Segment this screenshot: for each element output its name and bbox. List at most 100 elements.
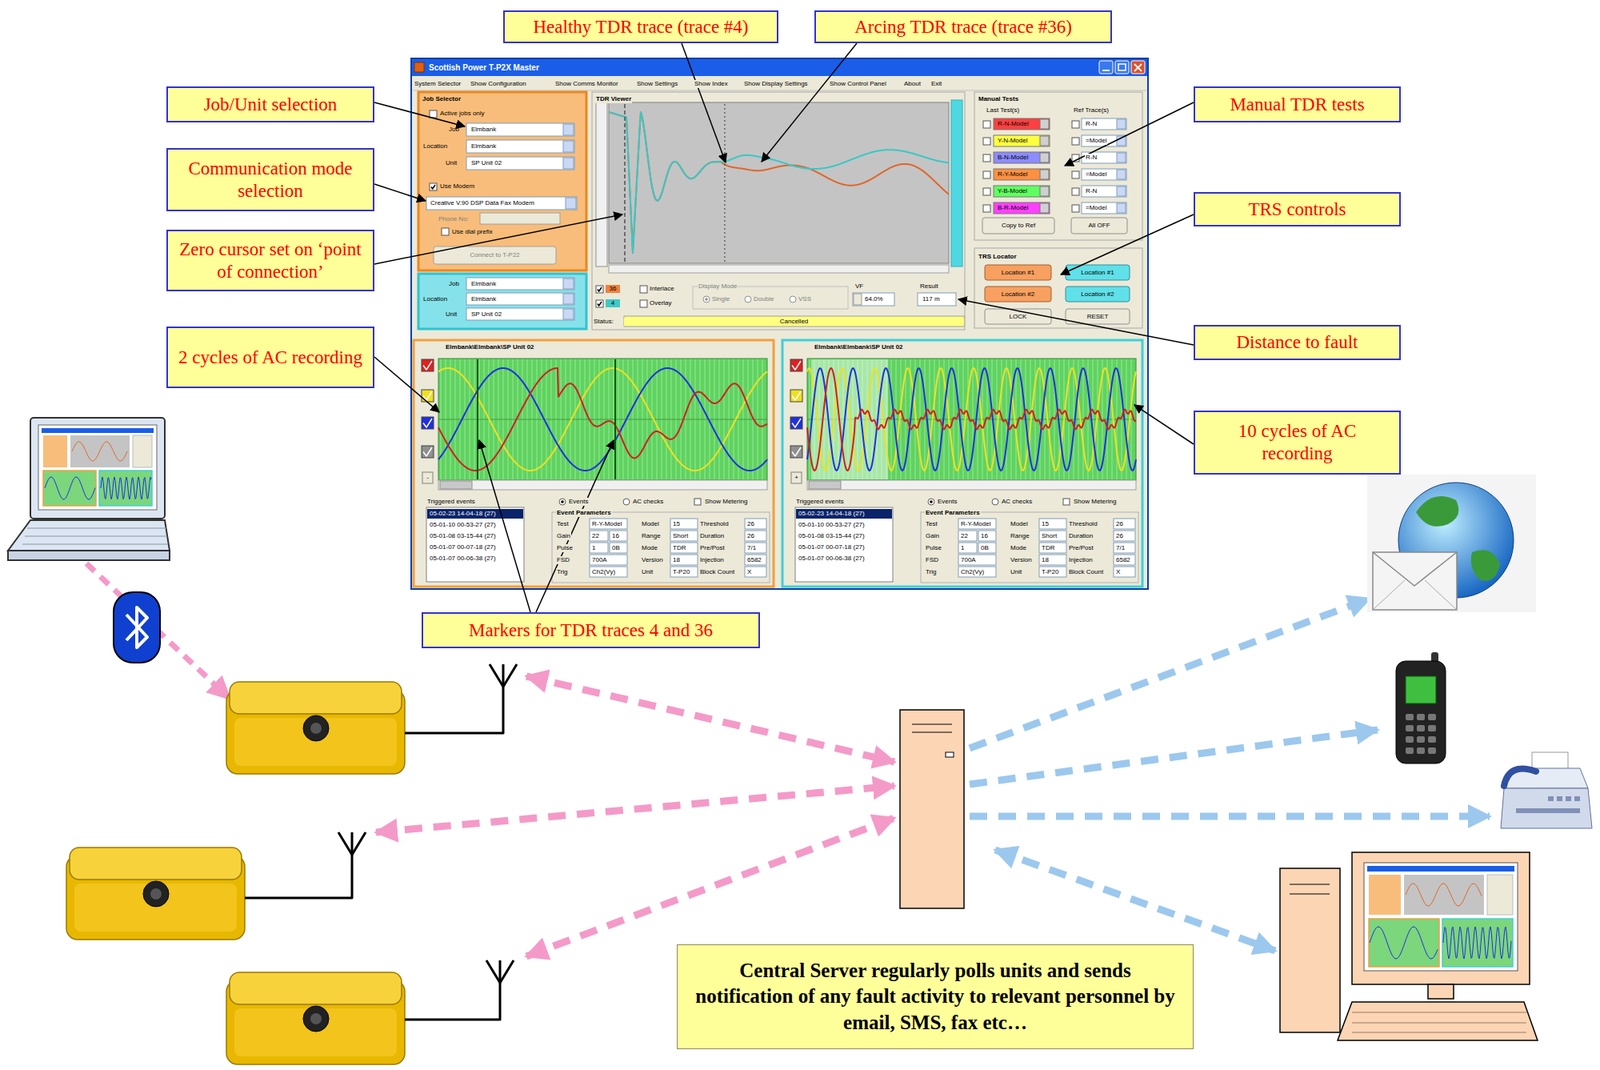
icon-ground (1367, 474, 1536, 612)
tdr-panel (592, 92, 965, 330)
window-button (1099, 60, 1113, 74)
laptop-base (8, 520, 170, 551)
ui-label: Cancelled (624, 317, 964, 326)
ui-label: R-Y-Model (960, 520, 992, 528)
bluetooth-symbol (126, 607, 148, 648)
globe-land (1471, 549, 1500, 581)
ui-label: Use dial prefix (452, 228, 493, 236)
close-glyph (1134, 64, 1142, 72)
mini-panel (1368, 874, 1401, 915)
combo-arrow (565, 197, 576, 209)
note-box: Central Server regularly polls units and… (676, 944, 1194, 1049)
ui-label: VSS (798, 295, 812, 304)
monitor-unit-face (74, 883, 237, 932)
check-mark (792, 391, 801, 400)
notification-link (995, 849, 1276, 951)
unit-connector (303, 715, 329, 741)
leader-line (1064, 102, 1194, 166)
bluetooth-link (86, 563, 230, 699)
callout-text: Zero cursor set on ‘point of connection’ (176, 238, 365, 283)
value-box (744, 542, 767, 553)
value-box (744, 530, 767, 541)
drive-slot (1289, 884, 1330, 885)
phase-waveform (807, 368, 1136, 471)
envelope-fold (1424, 580, 1457, 610)
ui-label: Test (924, 520, 939, 528)
manual-tests-panel (974, 92, 1143, 240)
ui-label: Injection (1068, 556, 1094, 564)
checkbox (983, 137, 991, 145)
mini-trace (1369, 926, 1438, 959)
combo-arrow (1040, 186, 1049, 196)
monitor-stand (1428, 984, 1454, 999)
ui-label: Job Selector (422, 95, 461, 104)
phase-waveform (438, 368, 768, 471)
combo-arrow (1116, 169, 1126, 180)
phone-key (1428, 747, 1436, 754)
button (982, 217, 1055, 234)
ui-label: Status: (593, 317, 614, 326)
checkbox (596, 300, 604, 308)
check-mark (423, 360, 432, 370)
ui-label: Single (712, 295, 730, 304)
combo-arrow (1040, 119, 1049, 129)
app-icon (414, 62, 424, 72)
ui-label: 18 (1040, 556, 1050, 564)
checkbox (640, 285, 648, 293)
value-box (958, 518, 996, 529)
keyboard-row (1352, 1012, 1527, 1013)
combo-box (466, 140, 575, 153)
ui-label: Block Count (699, 568, 736, 576)
ui-label: Unit (445, 310, 457, 319)
channel-checkbox (421, 359, 434, 372)
channel-checkbox (790, 416, 803, 429)
pc-screen (1364, 862, 1518, 971)
ui-label: Job (448, 280, 460, 288)
laptop-lid (30, 417, 165, 519)
menu-rule (412, 90, 1147, 92)
check-mark (423, 447, 432, 456)
radio-button (928, 498, 935, 505)
tdr-trace-healthy (608, 112, 949, 253)
scrollbar (608, 264, 949, 273)
scrollbar (438, 480, 768, 490)
checkbox (1072, 120, 1080, 128)
ui-label: =Model (1084, 170, 1108, 179)
title-bar (412, 59, 1148, 76)
ui-label: TDR (1040, 544, 1056, 552)
combo-box (466, 292, 575, 305)
ui-label: Manual Tests (977, 95, 1020, 104)
value-box (744, 566, 767, 577)
recording-panel (413, 340, 774, 587)
ui-label: Elmbank (470, 295, 497, 304)
ui-label: 64.0% (864, 295, 884, 304)
central-server (900, 709, 964, 908)
radio-dot (929, 500, 933, 504)
channel-checkbox (421, 389, 434, 402)
phone-key (1405, 713, 1414, 720)
minimize-glyph (1102, 69, 1110, 72)
leader-line (374, 356, 440, 412)
check-mark (792, 360, 801, 370)
bluetooth-icon (113, 592, 160, 663)
keyboard-row (1352, 1022, 1527, 1024)
antenna-symbol (489, 664, 517, 687)
ui-label: Model (1009, 520, 1029, 528)
mini-panel (1487, 874, 1513, 915)
ui-label: R-Y-Model (591, 520, 624, 528)
callout-box: Job/Unit selection (166, 86, 375, 123)
combo-box (1081, 168, 1127, 180)
notification-link (969, 729, 1378, 784)
trace-button (993, 135, 1050, 147)
ui-label: 05-01-07 00-06-38 (27) (428, 554, 497, 563)
ui-label: Exit (930, 80, 943, 88)
ui-label: Location #1 (1065, 268, 1130, 277)
ui-label: R-N (1084, 153, 1098, 162)
ui-label: FSD (556, 556, 571, 564)
ui-label: Test (556, 520, 570, 528)
callout-text: Healthy TDR trace (trace #4) (532, 16, 748, 39)
mini-wave (99, 470, 152, 506)
fax-body (1500, 788, 1592, 828)
combo-arrow (1116, 186, 1126, 196)
mini-title-bar (1367, 865, 1515, 872)
